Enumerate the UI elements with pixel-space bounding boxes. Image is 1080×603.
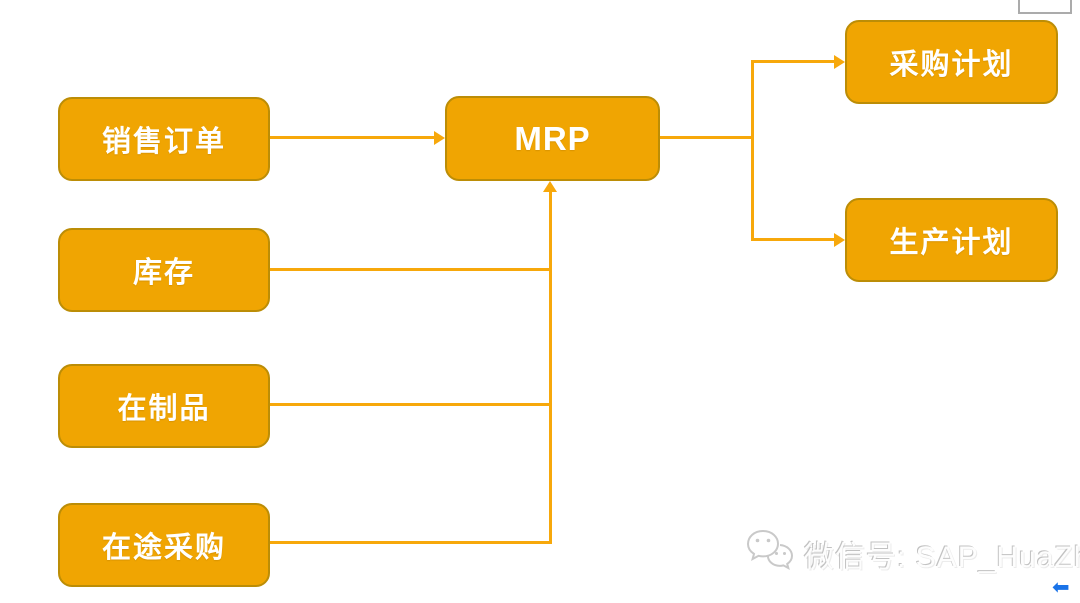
arrowhead-icon [543, 181, 557, 192]
node-work-in-process: 在制品 [58, 364, 270, 448]
watermark-label: 微信号: SAP_HuaZhi [804, 540, 1080, 574]
node-production-plan: 生产计划 [845, 198, 1058, 282]
wechat-icon [744, 526, 796, 581]
watermark: 微信号: SAP_HuaZhi [744, 526, 1080, 581]
arrowhead-icon [434, 131, 445, 145]
edge-mrp-to-purchase-plan [751, 60, 834, 63]
node-mrp: MRP [445, 96, 660, 181]
node-in-transit-purchase: 在途采购 [58, 503, 270, 587]
node-sales-order: 销售订单 [58, 97, 270, 181]
arrowhead-icon [834, 233, 845, 247]
edge-sales-to-mrp [270, 136, 434, 139]
back-arrow-icon[interactable]: ⬅ [1052, 576, 1070, 599]
cropped-frame-corner [1018, 0, 1072, 14]
edge-branch-vertical [751, 60, 754, 241]
edge-mrp-to-production-plan [751, 238, 834, 241]
edge-mrp-output [660, 136, 753, 139]
node-purchase-plan: 采购计划 [845, 20, 1058, 104]
node-inventory: 库存 [58, 228, 270, 312]
edge-collector-vertical [549, 191, 552, 544]
edge-inventory-to-mrp [270, 268, 552, 271]
edge-wip-to-mrp [270, 403, 552, 406]
edge-transit-to-mrp [270, 541, 552, 544]
arrowhead-icon [834, 55, 845, 69]
